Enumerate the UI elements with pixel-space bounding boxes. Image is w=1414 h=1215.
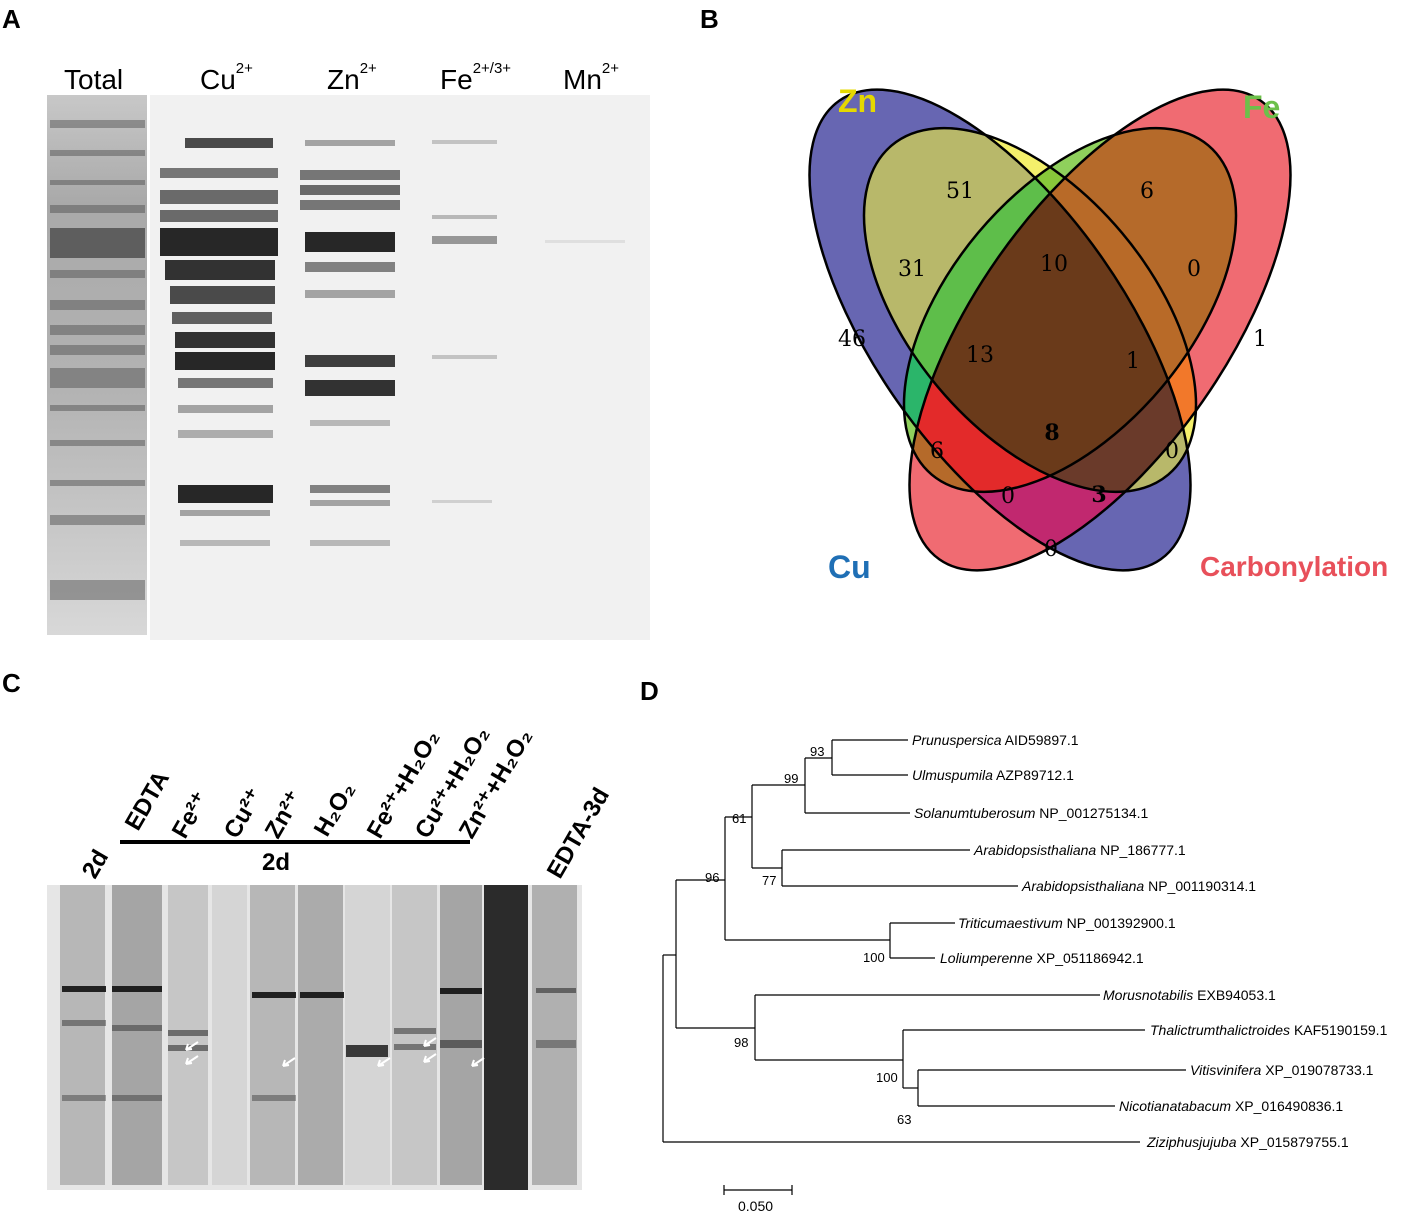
bootstrap-61: 61 [732,811,746,826]
taxon-label: Solanumtuberosum NP_001275134.1 [914,805,1148,821]
bootstrap-96: 96 [705,870,719,885]
venn-fe-only: 6 [1140,179,1154,204]
venn-cu-fe-carb: 3 [1091,482,1106,508]
taxon-label: Ziziphusjujuba XP_015879755.1 [1146,1134,1349,1150]
panel-letter-c: C [2,668,21,698]
lane-label-cu: Cu2+ [200,59,253,95]
venn-zn-fe: 10 [1040,252,1068,277]
panel-letter-d: D [640,676,659,706]
venn-carb-only: 1 [1253,327,1267,352]
taxon-label: Vitisvinifera XP_019078733.1 [1190,1062,1374,1078]
panel-letter-b: B [700,4,719,34]
venn-zn-fe-carb: 1 [1126,349,1140,374]
venn-cu-zn-carb: 0 [1001,484,1015,509]
panel-letter-a: A [2,4,21,34]
venn-label-carbonylation: Carbonylation [1200,551,1388,582]
lane-label-mn: Mn2+ [563,59,620,95]
taxon-label: Morusnotabilis EXB94053.1 [1103,987,1276,1003]
lane-label-zn: Zn2+ [327,59,377,95]
venn-label-cu: Cu [828,549,871,585]
venn-zn-carb: 0 [1165,439,1179,464]
taxon-label: Nicotianatabacum XP_016490836.1 [1119,1098,1343,1114]
venn-label-fe: Fe [1243,89,1280,125]
venn-all: 8 [1044,420,1059,446]
bootstrap-99: 99 [784,771,798,786]
venn-cu-only: 46 [838,327,866,352]
venn-cu-zn: 31 [898,257,926,282]
venn-cu-fe: 6 [930,439,944,464]
bootstrap-77: 77 [762,873,776,888]
taxon-label: Prunuspersica AID59897.1 [912,732,1079,748]
lane-label-fe: Fe2+/3+ [440,59,512,95]
venn-cu-carb: 0 [1044,537,1058,562]
bootstrap-93: 93 [810,744,824,759]
taxon-label: Loliumperenne XP_051186942.1 [940,950,1144,966]
c-label-2d-group: 2d [262,849,290,876]
scale-bar-label: 0.050 [738,1198,773,1214]
bootstrap-100b: 100 [876,1070,898,1085]
bootstrap-100a: 100 [863,950,885,965]
bootstrap-98: 98 [734,1035,748,1050]
taxon-label: Thalictrumthalictroides KAF5190159.1 [1150,1022,1388,1038]
venn-zn-only: 51 [946,179,974,204]
bootstrap-63: 63 [897,1112,911,1127]
taxon-label: Arabidopsisthaliana NP_001190314.1 [1021,878,1256,894]
venn-label-zn: Zn [838,83,877,119]
taxon-label: Triticumaestivum NP_001392900.1 [958,915,1176,931]
venn-cu-zn-fe: 13 [966,343,994,368]
venn-fe-carb: 0 [1187,257,1201,282]
taxon-label: Ulmuspumila AZP89712.1 [912,767,1074,783]
taxon-label: Arabidopsisthaliana NP_186777.1 [973,842,1186,858]
lane-label-total: Total [64,64,124,95]
